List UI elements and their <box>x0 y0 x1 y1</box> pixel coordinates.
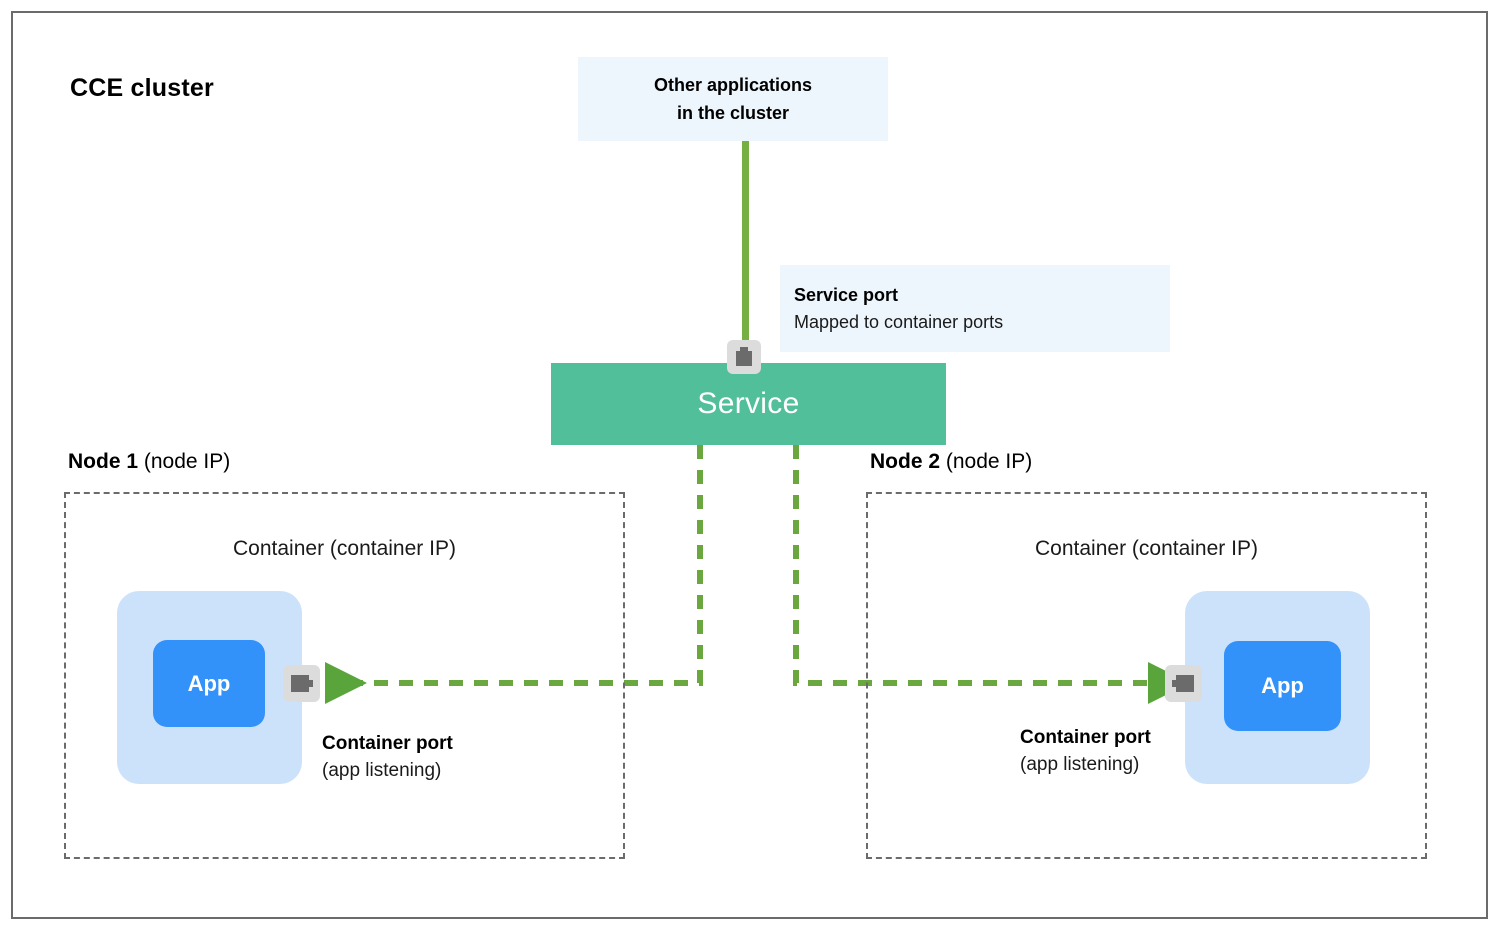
node-1-ip: (node IP) <box>138 450 231 473</box>
service-port-callout: Service port Mapped to container ports <box>780 265 1170 352</box>
container-label-1: Container (container IP) <box>233 537 456 560</box>
service-port-title: Service port <box>794 285 899 305</box>
node-box-1 <box>64 492 625 859</box>
container-port-title-2: Container port <box>1020 727 1151 748</box>
node-2-ip: (node IP) <box>940 450 1033 473</box>
node-1-name: Node 1 <box>68 450 139 473</box>
container-port-icon-1 <box>283 665 320 702</box>
node-2-name: Node 2 <box>870 450 941 473</box>
service-label: Service <box>697 387 800 420</box>
app-label-2: App <box>1261 673 1304 698</box>
service-box: Service <box>551 363 946 445</box>
other-applications-line-1: Other applications <box>653 75 813 95</box>
container-port-title-1: Container port <box>322 733 453 754</box>
container-port-sub-1: (app listening) <box>322 760 442 781</box>
cce-cluster-frame <box>11 11 1488 919</box>
container-label-2: Container (container IP) <box>1035 537 1258 560</box>
container-port-sub-2: (app listening) <box>1020 754 1140 775</box>
app-box-1: App <box>153 640 265 727</box>
service-port-subtitle: Mapped to container ports <box>794 312 1004 332</box>
node-box-2 <box>866 492 1427 859</box>
app-box-2: App <box>1224 641 1341 731</box>
other-applications-line-2: in the cluster <box>676 103 790 123</box>
other-applications-box: Other applications in the cluster <box>578 57 888 141</box>
app-label-1: App <box>187 670 231 696</box>
container-port-caption-1: Container port (app listening) <box>322 731 453 784</box>
node-label-1: Node 1 (node IP) <box>68 450 230 474</box>
container-port-icon-2 <box>1165 665 1202 702</box>
node-label-2: Node 2 (node IP) <box>870 450 1032 474</box>
page-title: CCE cluster <box>70 74 214 102</box>
service-port-icon <box>727 340 761 374</box>
container-port-caption-2: Container port (app listening) <box>1020 725 1151 778</box>
apps-to-service-connector <box>742 140 749 345</box>
